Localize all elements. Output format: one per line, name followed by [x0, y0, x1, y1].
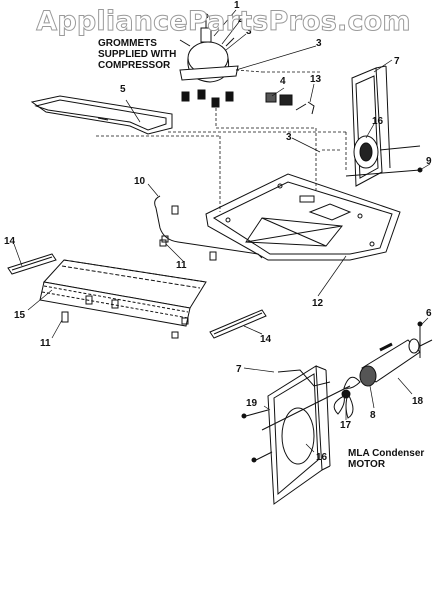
leader-lines — [96, 69, 347, 212]
clip-13 — [307, 101, 315, 115]
callout-3c: 3 — [286, 132, 292, 143]
grommets-note-line-3: COMPRESSOR — [98, 60, 171, 71]
callout-7b: 7 — [236, 364, 242, 375]
callout-18: 18 — [412, 396, 424, 407]
callout-9: 9 — [426, 156, 432, 167]
relay-overload — [265, 92, 307, 111]
grommets — [181, 89, 234, 108]
condenser-motor-note-line-2: MOTOR — [348, 459, 386, 470]
grommets-note: GROMMETS SUPPLIED WITH COMPRESSOR — [98, 38, 176, 71]
fan-shroud-front — [267, 365, 331, 505]
compressor — [179, 13, 239, 83]
condenser-motor-note: MLA Condenser MOTOR — [348, 448, 424, 470]
callout-14a: 14 — [4, 236, 16, 247]
callout-10: 10 — [134, 176, 146, 187]
condenser-coil — [39, 259, 207, 339]
callout-4: 4 — [280, 76, 286, 87]
callout-12: 12 — [312, 298, 324, 309]
callout-11b: 11 — [40, 338, 51, 349]
base-plate — [205, 173, 401, 261]
fan-shroud — [351, 65, 391, 187]
callout-16a: 16 — [372, 116, 384, 127]
callout-1: 1 — [234, 0, 240, 11]
callout-3b: 3 — [316, 38, 322, 49]
condenser-tube — [154, 195, 263, 259]
condenser-motor — [261, 338, 433, 431]
callout-19: 19 — [246, 398, 258, 409]
callout-7a: 7 — [394, 56, 400, 67]
callout-14b: 14 — [260, 334, 272, 345]
callout-6: 6 — [426, 308, 432, 319]
callout-8: 8 — [370, 410, 376, 421]
grommets-note-line-2: SUPPLIED WITH — [98, 49, 177, 60]
callout-2: 2 — [238, 14, 244, 25]
callout-13: 13 — [310, 74, 322, 85]
callout-5: 5 — [120, 84, 126, 95]
callout-leaders — [13, 9, 431, 453]
fan-motor-upper — [353, 135, 421, 169]
callout-15: 15 — [14, 310, 26, 321]
drain-pan — [30, 95, 173, 135]
bracket-lower — [277, 369, 331, 387]
callout-17: 17 — [340, 420, 352, 431]
callout-11a: 11 — [176, 260, 187, 271]
watermark: AppliancePartsPros.com — [36, 6, 411, 38]
callout-3a: 3 — [246, 26, 252, 37]
callout-16b: 16 — [316, 452, 328, 463]
fan-blade — [333, 376, 361, 419]
condenser-motor-note-line-1: MLA Condenser — [348, 448, 425, 459]
grommets-note-line-1: GROMMETS — [98, 38, 157, 49]
